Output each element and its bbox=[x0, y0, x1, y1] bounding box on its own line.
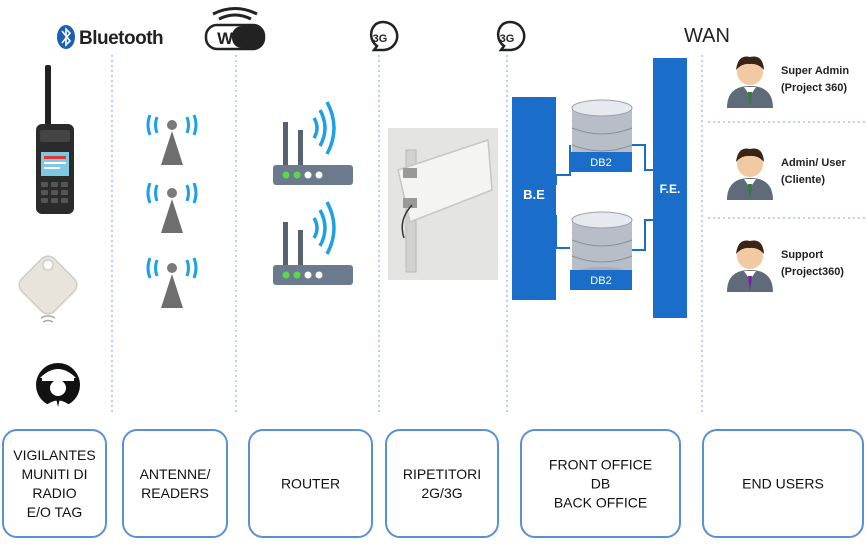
wifi-logo: WiFi bbox=[204, 7, 266, 51]
fe-bar bbox=[653, 58, 687, 318]
threeg-badge-2: 3G bbox=[496, 20, 526, 52]
antenna-icon bbox=[146, 182, 198, 233]
repeater-antenna-icon bbox=[388, 128, 498, 280]
category-label: END USERS bbox=[742, 476, 824, 492]
category-label: VIGILANTES bbox=[13, 447, 95, 463]
user-entry: Admin/ User (Cliente) bbox=[727, 148, 847, 200]
db-bottom-label: DB2 bbox=[590, 275, 611, 287]
user-role: Support bbox=[781, 249, 823, 261]
user-entry: Super Admin (Project 360) bbox=[727, 56, 849, 108]
user-org: (Cliente) bbox=[781, 174, 825, 186]
be-bar bbox=[512, 97, 556, 300]
guard-icon bbox=[36, 363, 80, 407]
user-separators bbox=[708, 121, 867, 219]
database-icon: DB2 bbox=[570, 211, 633, 290]
antenna-icon bbox=[146, 114, 198, 165]
category-label: MUNITI DI bbox=[21, 466, 87, 482]
category-box: ANTENNE/READERS bbox=[122, 429, 228, 538]
user-org: (Project 360) bbox=[781, 82, 847, 94]
category-label: BACK OFFICE bbox=[554, 495, 647, 511]
user-avatar-icon bbox=[727, 240, 773, 292]
bottom-boxes: VIGILANTES MUNITI DI RADIO E/O TAG ANTENNE/R… bbox=[2, 429, 864, 538]
category-box: RIPETITORI 2G/3G bbox=[385, 429, 499, 538]
category-box: FRONT OFFICE DB BACK OFFICE bbox=[520, 429, 681, 538]
category-label: FRONT OFFICE bbox=[549, 457, 652, 473]
category-label: ROUTER bbox=[281, 476, 340, 492]
database-icon: DB2 bbox=[570, 99, 633, 172]
3g-icon bbox=[369, 20, 399, 52]
category-label: ANTENNE/ bbox=[140, 466, 211, 482]
user-avatar-icon bbox=[727, 56, 773, 108]
antenna-group bbox=[146, 114, 198, 308]
category-box: VIGILANTES MUNITI DI RADIO E/O TAG bbox=[2, 429, 107, 538]
category-label: READERS bbox=[141, 485, 209, 501]
user-role: Super Admin bbox=[781, 65, 849, 77]
category-box: ROUTER bbox=[248, 429, 373, 538]
user-role: Admin/ User bbox=[781, 157, 847, 169]
threeg-label-2: 3G bbox=[500, 33, 515, 45]
antenna-icon bbox=[146, 257, 198, 308]
3g-icon bbox=[496, 20, 526, 52]
end-users: Super Admin (Project 360) Admin/ User (Clie… bbox=[727, 56, 849, 292]
radio-device-icon bbox=[36, 65, 74, 214]
threeg-badge-1: 3G bbox=[369, 20, 399, 52]
category-label: RIPETITORI bbox=[403, 466, 481, 482]
fe-label: F.E. bbox=[660, 182, 681, 196]
threeg-label-1: 3G bbox=[373, 33, 388, 45]
user-entry: Support (Project360) bbox=[727, 240, 844, 292]
tag-icon bbox=[18, 255, 78, 323]
be-label: B.E bbox=[523, 187, 545, 202]
db-top-label: DB2 bbox=[590, 157, 611, 169]
wan-label: WAN bbox=[684, 25, 730, 47]
user-org: (Project360) bbox=[781, 266, 844, 278]
user-avatar-icon bbox=[727, 148, 773, 200]
category-label: 2G/3G bbox=[421, 485, 462, 501]
wifi-label: WiFi bbox=[217, 29, 253, 48]
router-group bbox=[273, 101, 353, 285]
bluetooth-label: Bluetooth bbox=[79, 28, 163, 49]
router-icon bbox=[273, 101, 353, 185]
bluetooth-logo: Bluetooth bbox=[57, 25, 164, 49]
category-label: DB bbox=[591, 476, 610, 492]
router-icon bbox=[273, 201, 353, 285]
backend-diagram: B.E F.E. DB2 DB2 bbox=[512, 58, 687, 318]
category-label: E/O TAG bbox=[27, 504, 83, 520]
category-box: END USERS bbox=[702, 429, 864, 538]
category-label: RADIO bbox=[32, 485, 76, 501]
